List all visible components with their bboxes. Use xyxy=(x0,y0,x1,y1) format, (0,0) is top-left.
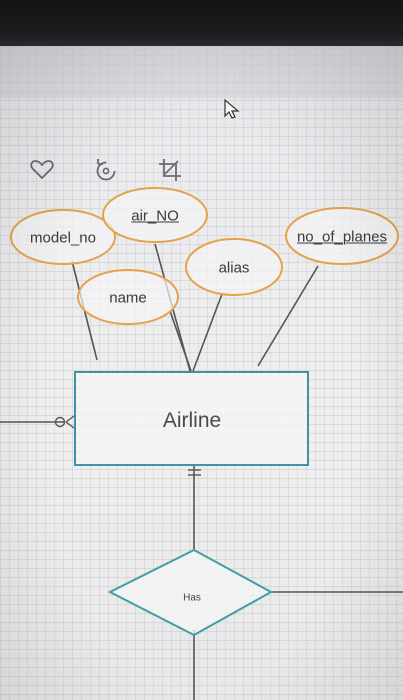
attribute-label-alias: alias xyxy=(218,259,250,277)
attribute-label-air-no: air_NO xyxy=(131,207,179,225)
attribute-label-model-no: model_no xyxy=(30,229,96,247)
entity-box-airline[interactable] xyxy=(74,371,309,466)
connector-alias xyxy=(192,293,223,372)
connector-no-of-planes xyxy=(257,265,319,367)
attribute-model-no[interactable] xyxy=(10,209,116,265)
crop-icon[interactable] xyxy=(156,156,184,184)
attribute-alias[interactable] xyxy=(185,238,283,296)
connector-name xyxy=(169,310,192,372)
entity-label-airline: Airline xyxy=(162,409,222,432)
cardinality-zero-mark xyxy=(54,416,66,428)
relationship-label-has: Has xyxy=(183,592,201,604)
er-diagram xyxy=(0,187,403,700)
crowfoot-mark xyxy=(65,415,75,423)
top-band xyxy=(0,46,403,98)
mouse-cursor-icon xyxy=(224,98,240,119)
heart-icon[interactable] xyxy=(28,156,56,184)
attribute-label-name: name xyxy=(109,289,147,307)
rotate-icon[interactable] xyxy=(92,156,120,184)
attribute-name[interactable] xyxy=(77,269,179,325)
diagram-canvas[interactable]: air_NO model_no name alias no_of_planes … xyxy=(0,46,403,700)
attribute-label-no-of-planes: no_of_planes xyxy=(296,228,388,246)
attribute-air-no[interactable] xyxy=(102,187,208,243)
attribute-no-of-planes[interactable] xyxy=(285,207,399,265)
device-bezel xyxy=(0,0,403,46)
relationship-diamond-has[interactable] xyxy=(107,548,274,637)
